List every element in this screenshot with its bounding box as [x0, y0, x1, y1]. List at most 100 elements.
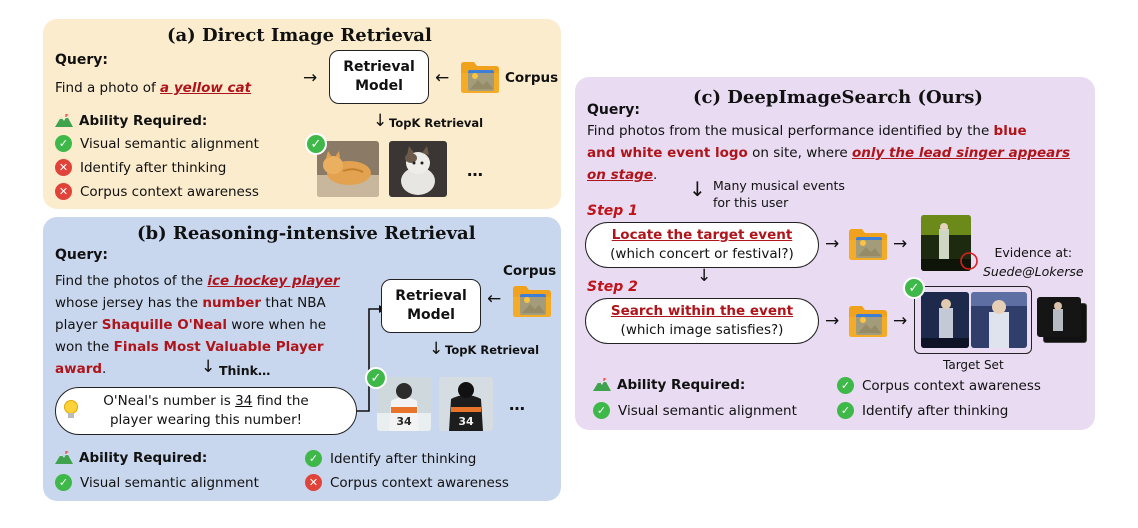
thought-number: 34 — [235, 393, 253, 409]
check-icon: ✓ — [305, 133, 327, 155]
ability-item: ✕Identify after thinking — [55, 159, 226, 176]
thought-line-1: O'Neal's number is 34 find the — [103, 392, 308, 411]
mountain-flag-icon — [55, 450, 73, 464]
corpus-folder-icon — [847, 226, 889, 262]
event-note: Many musical events for this user — [713, 177, 845, 211]
corpus-folder-icon — [511, 283, 553, 319]
ability-item: ✓ Visual semantic alignment — [55, 135, 259, 152]
panel-c-query-label: Query: — [587, 102, 640, 118]
query-highlight: number — [202, 295, 262, 311]
arrow-right-icon: → — [893, 311, 908, 331]
model-label-1: Retrieval — [395, 288, 467, 304]
ability-text: Visual semantic alignment — [80, 135, 259, 152]
corpus-label: Corpus — [503, 263, 557, 279]
cross-icon: ✕ — [305, 474, 322, 491]
topk-label: TopK Retrieval — [389, 116, 484, 130]
ability-text: Identify after thinking — [862, 402, 1009, 419]
ability-text: Visual semantic alignment — [618, 402, 797, 419]
ability-item: ✓Identify after thinking — [305, 450, 476, 467]
thought-bubble: O'Neal's number is 34 find the player we… — [55, 387, 357, 435]
ability-text: Identify after thinking — [80, 159, 227, 176]
more-results-ellipsis: … — [509, 395, 525, 414]
step-1-pill: Locate the target event (which concert o… — [585, 222, 819, 268]
panel-b-query-line: Find the photos of the ice hockey player — [55, 273, 340, 289]
query-highlight: award — [55, 361, 103, 377]
evidence-label: Evidence at: — [994, 245, 1073, 260]
query-highlight: a yellow cat — [160, 80, 252, 96]
check-icon: ✓ — [837, 377, 854, 394]
cross-icon: ✕ — [55, 183, 72, 200]
ability-text: Corpus context awareness — [862, 377, 1041, 394]
check-icon: ✓ — [903, 277, 925, 299]
ability-item: ✓ Identify after thinking — [837, 402, 1008, 419]
query-highlight: blue — [993, 123, 1027, 139]
ability-required-heading: Ability Required: — [55, 450, 207, 466]
query-text: . — [102, 361, 107, 377]
cat-photo — [389, 141, 447, 197]
panel-c-query-line: on stage. — [587, 167, 657, 183]
panel-b-query-line: award. — [55, 361, 106, 377]
ability-text: Identify after thinking — [330, 450, 477, 467]
query-text: Find photos from the musical performance… — [587, 123, 994, 139]
thought-text: O'Neal's number is — [103, 393, 236, 409]
retrieval-model-box: Retrieval Model — [329, 50, 429, 104]
step-2-label: Step 2 — [587, 279, 638, 295]
query-highlight: Finals Most Valuable Player — [113, 339, 324, 355]
ability-text: Corpus context awareness — [330, 474, 509, 491]
step-2-pill: Search within the event (which image sat… — [585, 298, 819, 344]
check-icon: ✓ — [55, 135, 72, 152]
evidence-source: Suede@Lokerse — [983, 264, 1084, 279]
query-highlight: Shaquille O'Neal — [101, 317, 227, 333]
note-line: Many musical events — [713, 178, 845, 193]
panel-b-query-label: Query: — [55, 247, 108, 263]
step-2-subtitle: (which image satisfies?) — [620, 322, 784, 338]
lightbulb-icon — [64, 400, 78, 418]
ability-required-heading: Ability Required: — [593, 377, 745, 393]
note-line: for this user — [713, 195, 789, 210]
ability-text: Corpus context awareness — [80, 183, 259, 200]
ability-required-heading: Ability Required: — [55, 113, 207, 129]
panel-direct-image-retrieval: (a) Direct Image Retrieval Query: Find a… — [43, 19, 561, 209]
ability-item: ✓Visual semantic alignment — [55, 474, 259, 491]
target-set-label: Target Set — [943, 358, 1004, 372]
query-text: that NBA — [261, 295, 326, 311]
panel-b-query-line: whose jersey has the number that NBA — [55, 295, 326, 311]
panel-b-query-line: won the Finals Most Valuable Player — [55, 339, 324, 355]
corpus-label: Corpus — [505, 70, 559, 86]
check-icon: ✓ — [837, 402, 854, 419]
model-label-2: Model — [407, 307, 455, 323]
query-highlight: and white event logo — [587, 145, 748, 161]
panel-a-query-label: Query: — [55, 52, 108, 68]
corpus-folder-icon — [459, 59, 501, 95]
concert-photo — [921, 215, 971, 271]
query-text: on site, where — [747, 145, 852, 161]
query-text: wore when he — [227, 317, 327, 333]
panel-reasoning-intensive-retrieval: (b) Reasoning-intensive Retrieval Query:… — [43, 217, 561, 501]
step-1-label: Step 1 — [587, 203, 638, 219]
mountain-flag-icon — [593, 377, 611, 391]
ability-text: Visual semantic alignment — [80, 474, 259, 491]
ability-item: ✕ Corpus context awareness — [305, 474, 509, 491]
arrow-left-icon: ← — [435, 68, 450, 88]
arrow-down-icon: ↓ — [373, 111, 388, 131]
panel-a-title: (a) Direct Image Retrieval — [167, 25, 432, 46]
check-icon: ✓ — [365, 367, 387, 389]
hockey-photo: 34 — [377, 377, 431, 431]
arrow-left-icon: ← — [487, 289, 502, 309]
query-highlight: only the lead singer appears — [851, 145, 1070, 161]
thought-line-2: player wearing this number! — [109, 412, 303, 428]
corpus-folder-icon — [847, 303, 889, 339]
arrow-down-icon: ↓ — [429, 339, 444, 359]
ability-item: ✓ Corpus context awareness — [837, 377, 1041, 394]
check-icon: ✓ — [593, 402, 610, 419]
stacked-photo — [1037, 297, 1081, 337]
panel-deepimagesearch: (c) DeepImageSearch (Ours) Query: Find p… — [575, 77, 1095, 430]
panel-c-title: (c) DeepImageSearch (Ours) — [693, 87, 983, 108]
arrow-down-icon: ↓ — [697, 266, 712, 286]
target-set-frame — [914, 286, 1032, 354]
query-text: won the — [55, 339, 114, 355]
panel-c-query-line: Find photos from the musical performance… — [587, 123, 1027, 139]
arrow-right-icon: → — [825, 234, 840, 254]
ability-label: Ability Required: — [617, 377, 746, 393]
think-label: Think… — [219, 363, 271, 378]
